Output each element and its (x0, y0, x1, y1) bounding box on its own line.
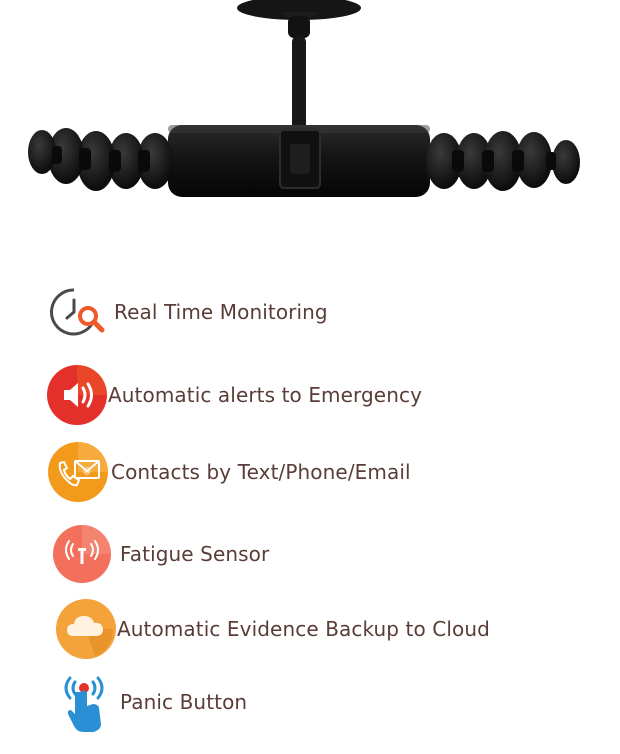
feature-panic-button: Panic Button (58, 672, 247, 732)
feature-contacts: @ Contacts by Text/Phone/Email (48, 441, 411, 503)
speaker-alert-icon (47, 365, 107, 425)
dashcam-mount-image (28, 0, 580, 197)
feature-label: Real Time Monitoring (114, 300, 328, 324)
feature-real-time-monitoring: Real Time Monitoring (50, 286, 328, 338)
feature-cloud-backup: Automatic Evidence Backup to Cloud (55, 598, 490, 660)
clock-search-icon (50, 288, 105, 336)
feature-label: Fatigue Sensor (120, 542, 270, 566)
touch-button-icon (64, 676, 104, 732)
feature-label: Automatic alerts to Emergency (108, 383, 423, 407)
feature-label: Panic Button (120, 690, 248, 714)
feature-label: Contacts by Text/Phone/Email (111, 460, 411, 484)
cloud-icon (56, 599, 116, 659)
feature-fatigue-sensor: Fatigue Sensor (52, 524, 269, 584)
svg-text:@: @ (83, 466, 91, 475)
feature-automatic-alerts: Automatic alerts to Emergency (46, 364, 422, 426)
feature-label: Automatic Evidence Backup to Cloud (117, 617, 490, 641)
phone-mail-icon: @ (48, 442, 108, 502)
signal-tower-icon (53, 525, 111, 583)
